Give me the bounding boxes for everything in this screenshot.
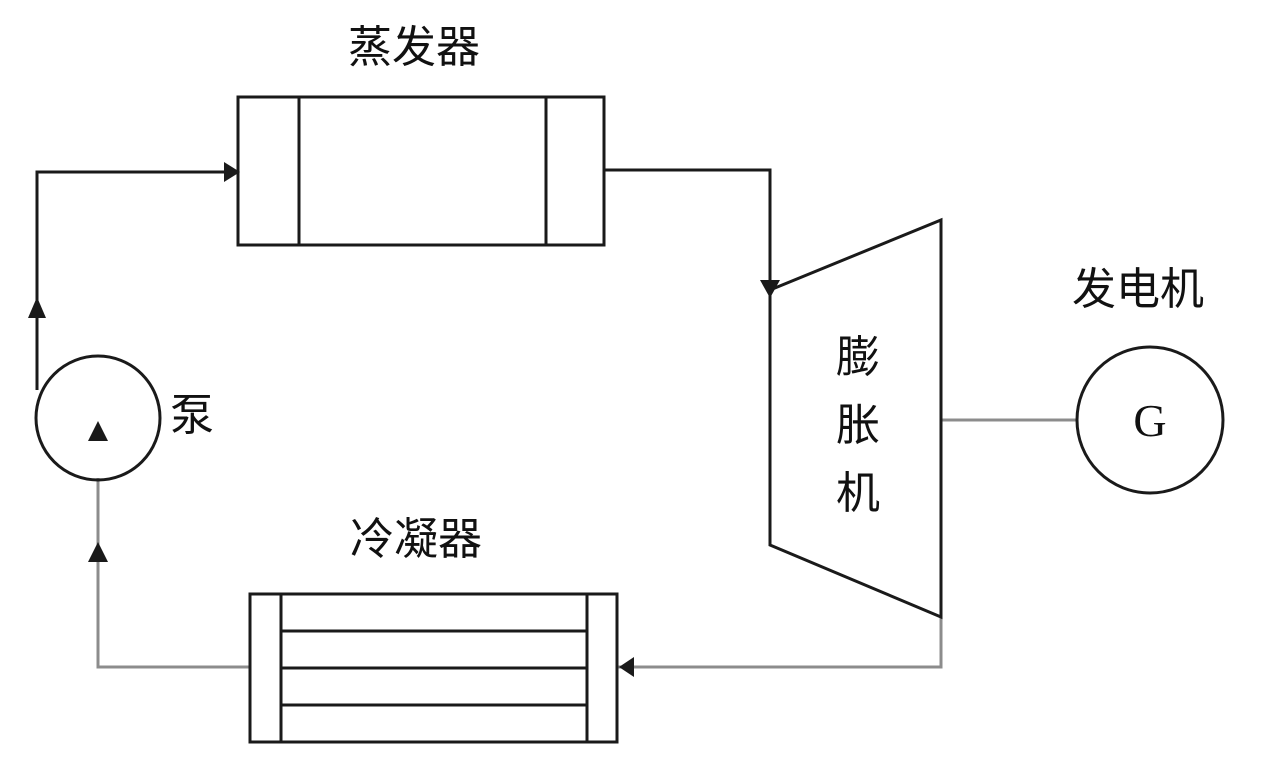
low-pressure-pipes [96, 418, 1077, 669]
arrow-right-evaporator-inlet-icon [224, 162, 240, 182]
expander-label-line2: 胀 [836, 400, 880, 451]
arrow-up-condenser-outlet-icon [88, 542, 108, 562]
pump-label: 泵 [170, 390, 214, 441]
flow-arrows [28, 162, 780, 677]
evaporator-label: 蒸发器 [348, 22, 480, 73]
arrow-left-condenser-inlet-icon [619, 657, 634, 677]
evaporator [236, 95, 606, 247]
arrow-up-pump-outlet-icon [28, 297, 46, 318]
expander-body [768, 217, 943, 620]
expander-label-line1: 膨 [836, 332, 880, 383]
expander [768, 217, 943, 620]
condenser [248, 592, 619, 744]
pipe-expander-to-condenser [617, 612, 943, 669]
arrow-up-pump-inlet-icon [88, 421, 108, 441]
evaporator-shell [236, 95, 606, 247]
arrow-down-expander-inlet-icon [760, 280, 780, 298]
pipe-pump-to-evaporator [35, 170, 238, 390]
pipe-evaporator-to-expander [604, 168, 772, 545]
pipe-condenser-to-pump [96, 478, 250, 669]
generator-circle [1075, 345, 1225, 495]
expander-label-line3: 机 [836, 468, 880, 519]
condenser-label: 冷凝器 [350, 514, 482, 565]
generator-symbol: G [1133, 395, 1166, 446]
generator-label: 发电机 [1072, 264, 1204, 315]
pump-circle [34, 354, 162, 482]
